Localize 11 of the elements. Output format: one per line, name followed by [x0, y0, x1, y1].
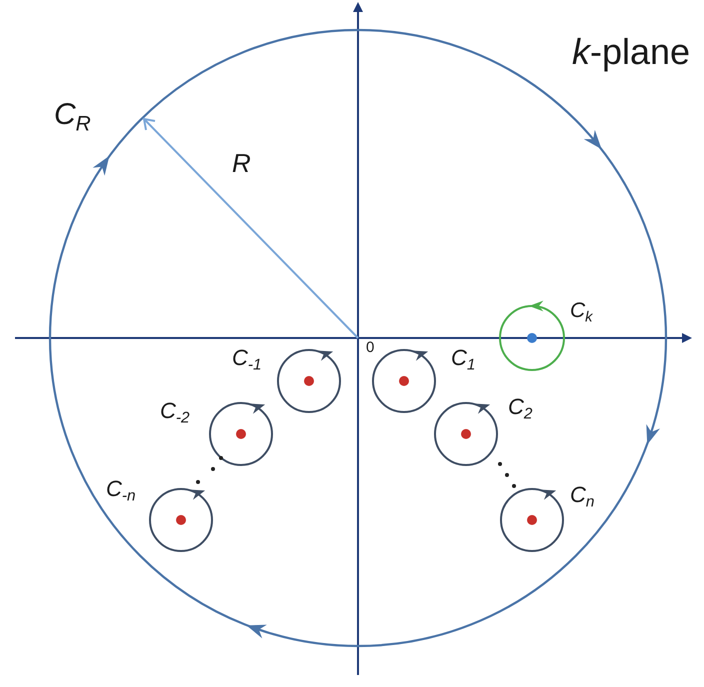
contour-label: C$_{n}$: [570, 484, 594, 510]
contour-label: C$_{-1}$: [232, 347, 262, 374]
contour-label: C$_{R}$: [54, 100, 91, 134]
contour-label: C$_{2}$: [508, 396, 532, 422]
origin-label: 0: [366, 340, 374, 355]
dimension-label: R: [232, 150, 251, 176]
contour-label: C$_{-2}$: [160, 400, 190, 426]
contour-label: C$_{-n}$: [106, 478, 136, 504]
axis-label: k-plane: [572, 34, 690, 70]
contour-label: C$_{1}$: [451, 347, 476, 374]
contour-label: C$_{k}$: [570, 300, 593, 326]
